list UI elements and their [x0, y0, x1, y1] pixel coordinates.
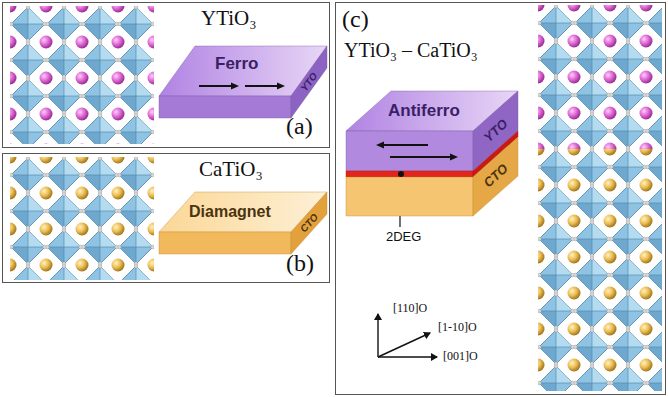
slab-label: Antiferro [388, 102, 460, 121]
substrate-slab: CTO [346, 171, 518, 217]
panel-box: CaTiO₃(b)DiamagnetCTO [2, 153, 330, 283]
slab-label: Ferro [215, 55, 258, 74]
axis-label: [110]O [392, 302, 428, 315]
panel-title: (c) [342, 6, 369, 32]
magnet-slab: FerroYTO [159, 46, 327, 118]
axis-label: [001]O [442, 350, 479, 363]
panel-letter: YTiO₃ – CaTiO₃ [344, 39, 478, 61]
layer-label: 2DEG [385, 230, 422, 244]
axes [378, 314, 437, 357]
panel-box: (c)YTiO₃ – CaTiO₃AntiferroYTOCTO [335, 2, 666, 395]
slab-label: Diamagnet [189, 203, 271, 221]
axis-label: [1-10]O [437, 321, 478, 334]
panel-title: CaTiO₃ [199, 158, 263, 181]
panel-title: YTiO₃ [201, 7, 257, 30]
magnet-slab: DiamagnetCTO [159, 192, 327, 256]
panel-box: YTiO₃(a)FerroYTO [2, 2, 330, 148]
